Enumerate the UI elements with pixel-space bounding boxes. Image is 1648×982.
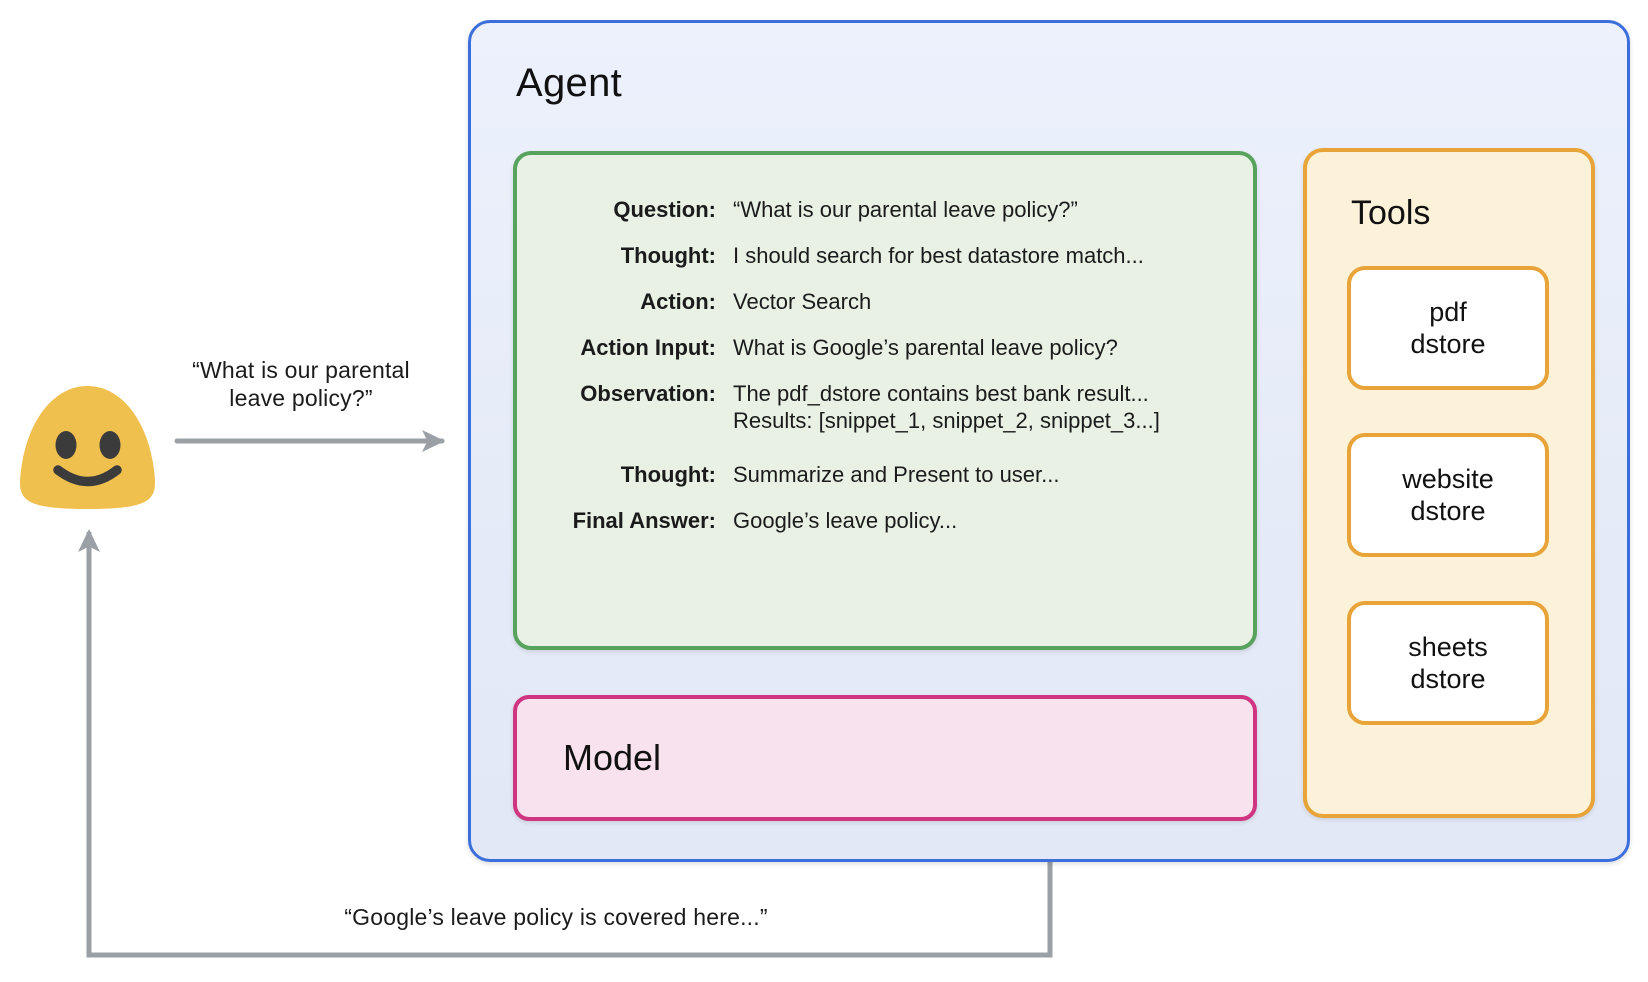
scratchpad-row-action: Action: Vector Search <box>517 288 1235 315</box>
emoji-left-eye <box>55 431 77 459</box>
tool-label-line1: pdf <box>1429 297 1467 327</box>
row-label: Observation: <box>580 381 716 406</box>
row-value: The pdf_dstore contains best bank result… <box>733 380 1235 434</box>
row-value: I should search for best datastore match… <box>733 243 1144 268</box>
emoji-right-eye <box>99 431 121 459</box>
request-caption-line1: “What is our parental <box>192 357 410 383</box>
tool-label-line2: dstore <box>1410 664 1486 694</box>
tool-label-line1: website <box>1402 464 1494 494</box>
scratchpad-row-thought-2: Thought: Summarize and Present to user..… <box>517 461 1235 488</box>
react-scratchpad: Question: “What is our parental leave po… <box>513 151 1257 650</box>
row-value: What is Google’s parental leave policy? <box>733 335 1118 360</box>
emoji-head <box>19 386 156 509</box>
row-label: Thought: <box>620 243 716 268</box>
tools-panel: Tools pdf dstore website dstore sheets d… <box>1303 148 1595 818</box>
row-value: Summarize and Present to user... <box>733 462 1060 487</box>
observation-line1: The pdf_dstore contains best bank result… <box>733 381 1149 406</box>
tool-label-line1: sheets <box>1408 632 1488 662</box>
scratchpad-row-final-answer: Final Answer: Google’s leave policy... <box>517 507 1235 534</box>
agent-container: Agent Question: “What is our parental le… <box>468 20 1630 862</box>
scratchpad-row-action-input: Action Input: What is Google’s parental … <box>517 334 1235 361</box>
scratchpad-row-thought-1: Thought: I should search for best datast… <box>517 242 1235 269</box>
row-value: Google’s leave policy... <box>733 508 958 533</box>
tool-label-line2: dstore <box>1410 329 1486 359</box>
request-caption: “What is our parental leave policy?” <box>165 356 437 412</box>
scratchpad-row-observation: Observation: The pdf_dstore contains bes… <box>517 380 1235 434</box>
emoji-smile <box>53 465 122 487</box>
model-title: Model <box>563 737 662 778</box>
row-label: Action: <box>640 289 716 314</box>
user-emoji <box>19 386 156 509</box>
observation-line2: Results: [snippet_1, snippet_2, snippet_… <box>733 408 1160 433</box>
row-value: “What is our parental leave policy?” <box>733 197 1078 222</box>
agent-title: Agent <box>516 61 623 105</box>
tool-sheets-dstore: sheets dstore <box>1347 601 1549 725</box>
row-label: Question: <box>613 197 716 222</box>
response-caption: “Google’s leave policy is covered here..… <box>344 904 768 930</box>
model-box: Model <box>513 695 1257 821</box>
scratchpad-row-question: Question: “What is our parental leave po… <box>517 196 1235 223</box>
row-label: Action Input: <box>580 335 716 360</box>
tool-pdf-dstore: pdf dstore <box>1347 266 1549 390</box>
request-caption-line2: leave policy?” <box>229 385 373 411</box>
row-label: Thought: <box>620 462 716 487</box>
tool-website-dstore: website dstore <box>1347 433 1549 557</box>
row-label: Final Answer: <box>572 508 716 533</box>
tools-title: Tools <box>1351 194 1431 232</box>
tool-label-line2: dstore <box>1410 496 1486 526</box>
row-value: Vector Search <box>733 289 872 314</box>
